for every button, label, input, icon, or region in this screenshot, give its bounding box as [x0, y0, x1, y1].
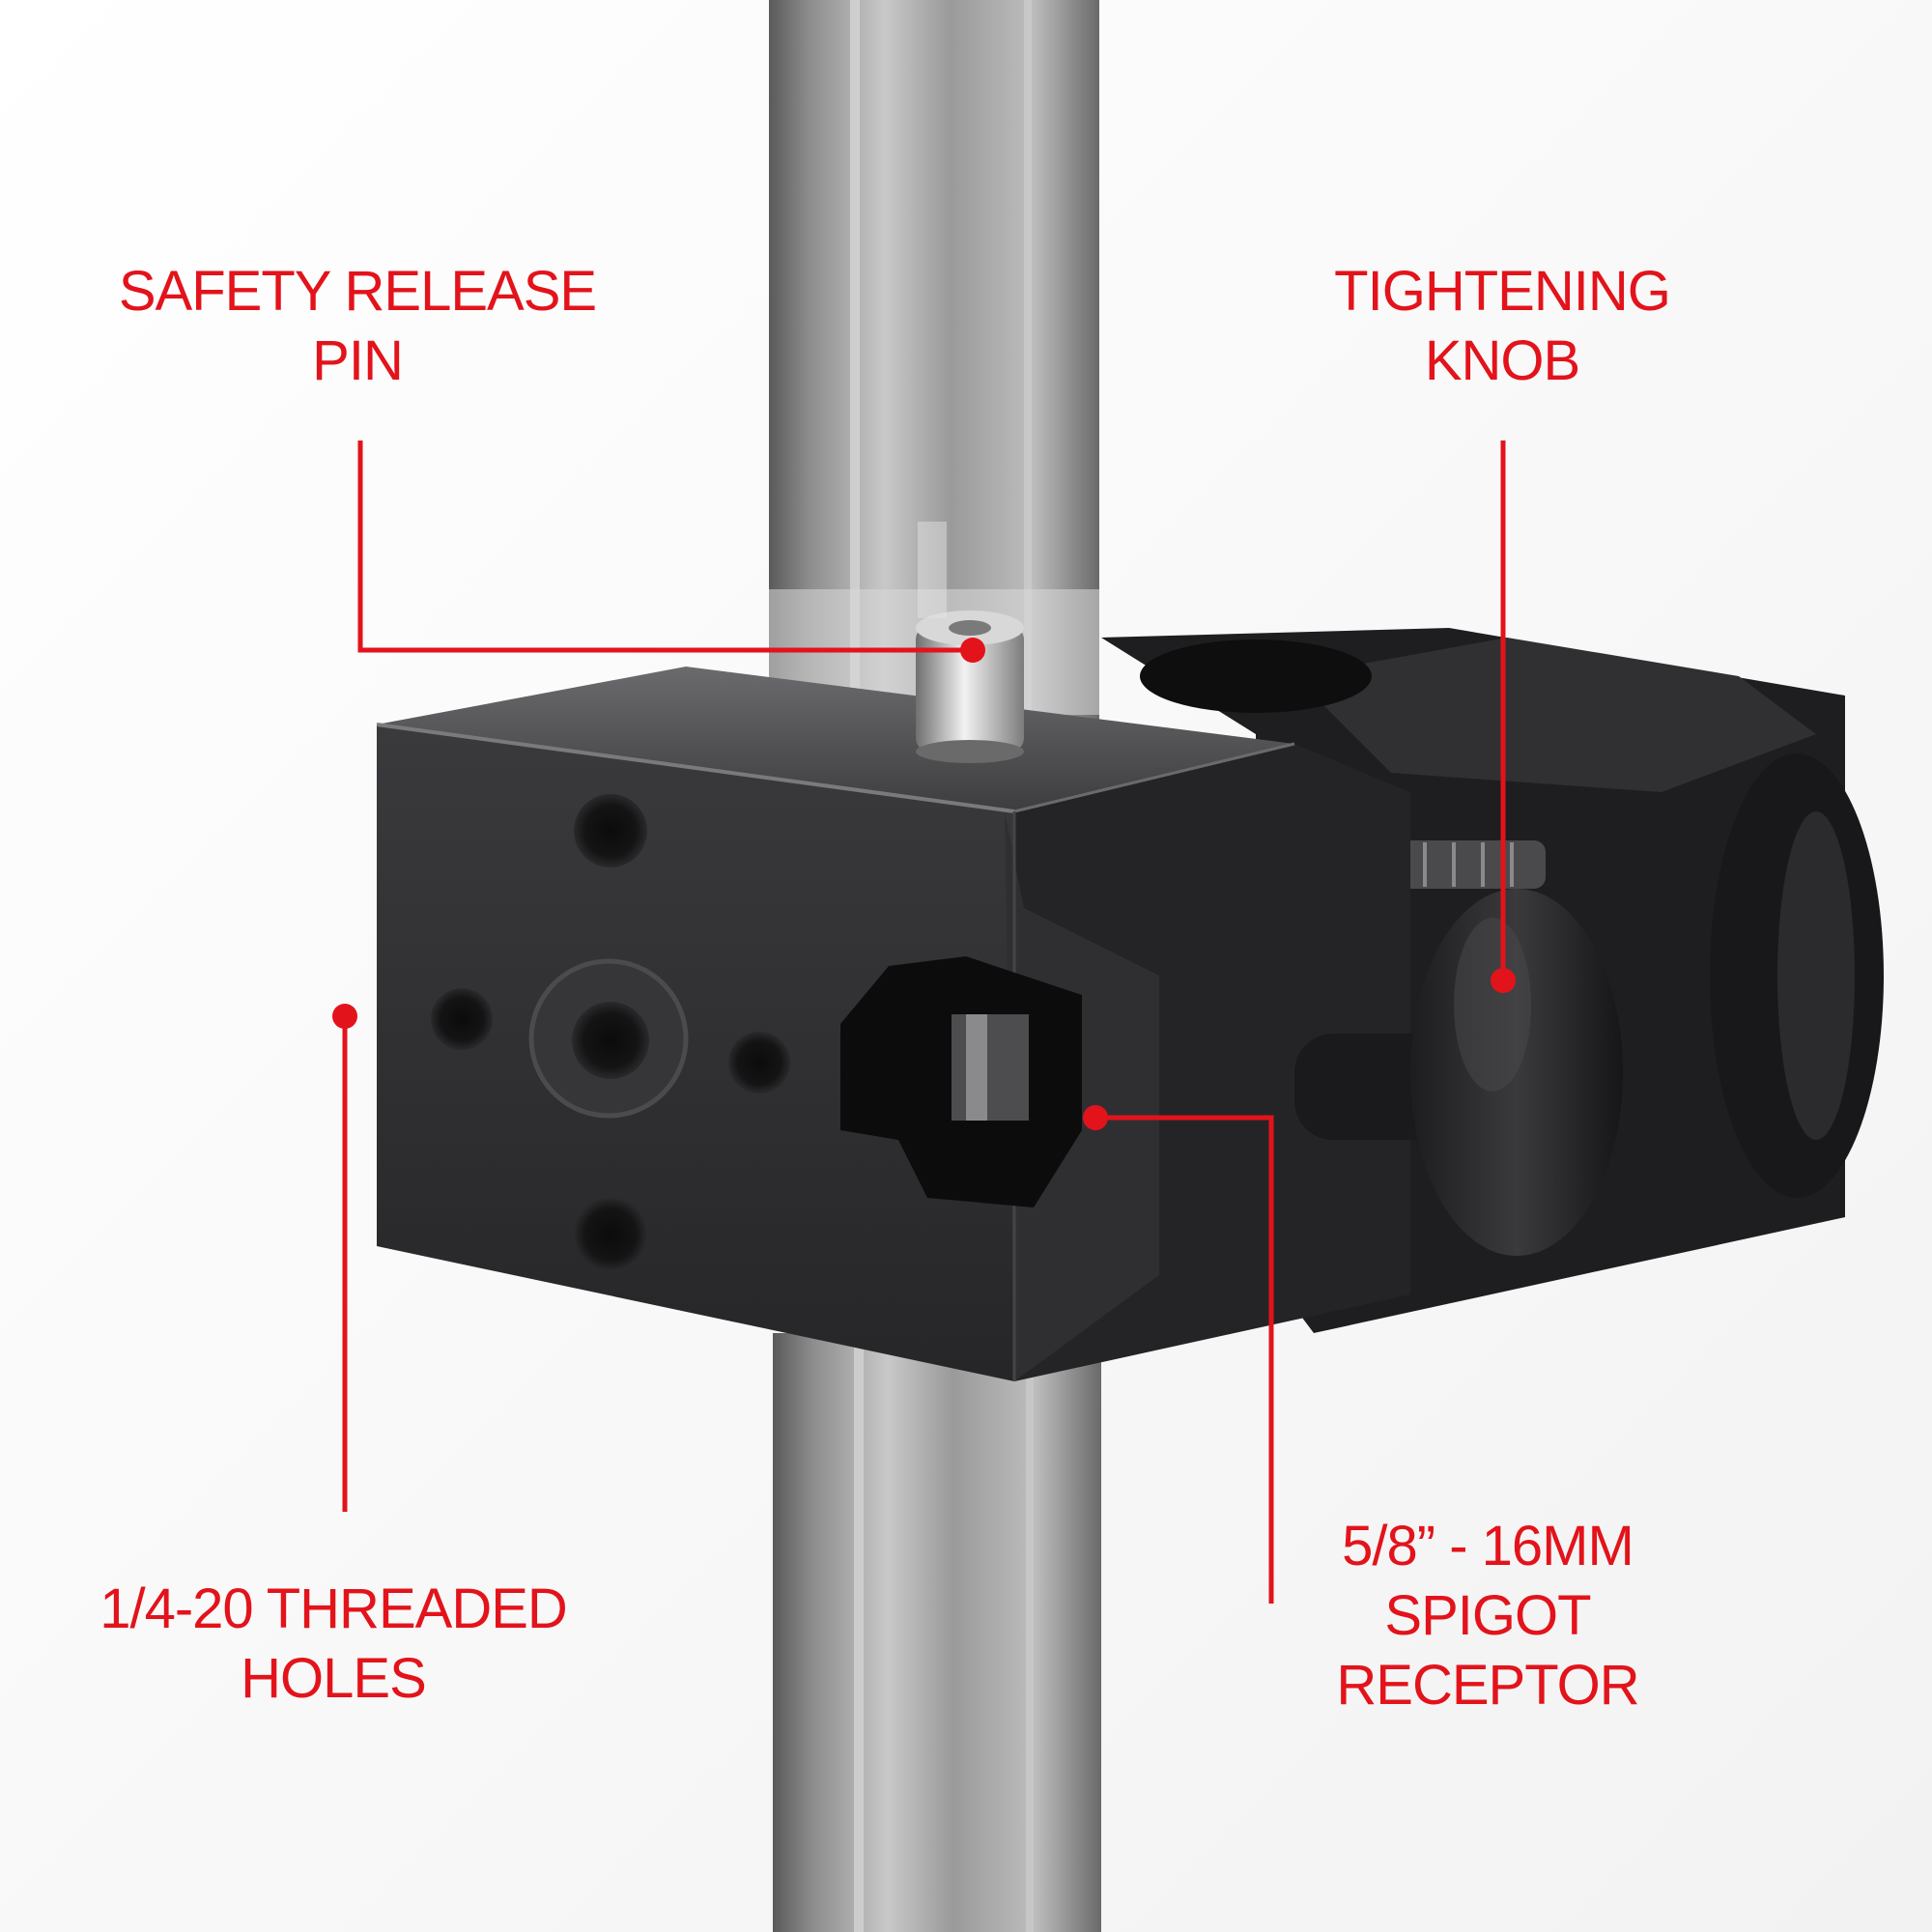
callout-spigot-receptor-line1: 5/8” - 16MM [1342, 1515, 1634, 1577]
callout-threaded-holes: 1/4-20 THREADED HOLES [77, 1575, 589, 1714]
callout-threaded-holes-line2: HOLES [241, 1647, 427, 1710]
callout-tightening-knob: TIGHTENING KNOB [1294, 257, 1710, 396]
leader-safety-release-pin [357, 440, 973, 653]
clamp-body [376, 667, 1410, 1381]
callout-spigot-receptor-line2: SPIGOT [1384, 1584, 1591, 1647]
dot-spigot-receptor [1083, 1105, 1108, 1130]
callout-safety-release-pin-line1: SAFETY RELEASE [118, 260, 597, 323]
callout-spigot-receptor-line3: RECEPTOR [1336, 1654, 1639, 1717]
callout-dots [332, 638, 1516, 1130]
callout-threaded-holes-line1: 1/4-20 THREADED [99, 1577, 568, 1640]
leader-spigot-receptor [1095, 1115, 1274, 1604]
dot-safety-release-pin [960, 638, 985, 663]
callout-leaders [342, 440, 1506, 1604]
threaded-holes [431, 794, 790, 1271]
callout-spigot-receptor: 5/8” - 16MM SPIGOT RECEPTOR [1285, 1512, 1690, 1720]
callout-tightening-knob-line1: TIGHTENING [1334, 260, 1671, 323]
spigot-receptor-opening [840, 956, 1082, 1208]
dot-threaded-holes [332, 1004, 357, 1029]
callout-tightening-knob-line2: KNOB [1424, 329, 1580, 392]
callout-safety-release-pin: SAFETY RELEASE PIN [106, 257, 609, 396]
dot-tightening-knob [1491, 968, 1516, 993]
callout-safety-release-pin-line2: PIN [312, 329, 404, 392]
tightening-knob [1294, 889, 1623, 1256]
safety-release-pin [916, 522, 1024, 763]
